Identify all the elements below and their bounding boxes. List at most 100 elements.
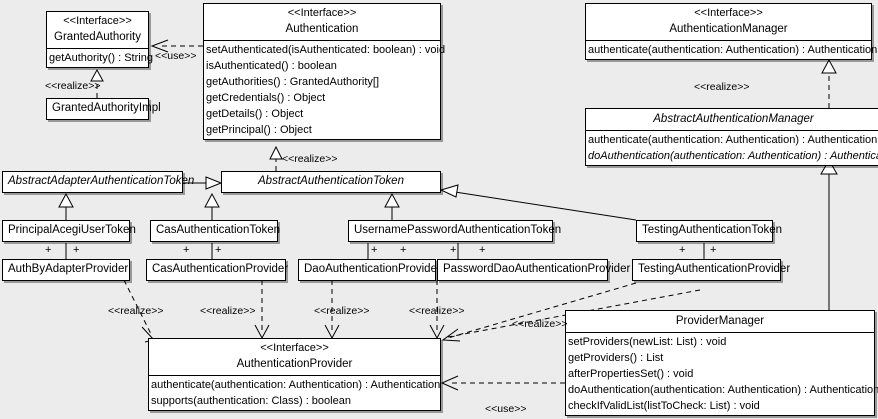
class-member: authenticate(authentication: Authenticat… [151,379,441,391]
class-granted-authority-impl[interactable]: GrantedAuthorityImpl [46,98,161,120]
class-name: PrincipalAcegiUserToken [8,224,136,236]
class-header: DaoAuthenticationProvider [299,260,441,280]
class-name: TestingAuthenticationToken [642,224,783,236]
class-abstract-authentication-manager[interactable]: AbstractAuthenticationManager authentica… [585,108,878,166]
class-auth-by-adapter-provider[interactable]: AuthByAdapterProvider [2,259,130,281]
class-header: <<Interface>> AuthenticationProvider [149,339,440,375]
class-cas-authentication-provider[interactable]: CasAuthenticationProvider [146,259,289,281]
method-compartment: setProviders(newList: List) : void getPr… [566,332,878,415]
association-marker: + [479,244,486,256]
association-marker: + [45,244,52,256]
class-header: <<Interface>> AuthenticationManager [586,4,871,40]
class-abstract-authentication-token[interactable]: AbstractAuthenticationToken [221,171,441,193]
class-member: afterPropertiesSet() : void [568,368,694,380]
association-marker: + [215,244,222,256]
class-name: TestingAuthenticationProvider [638,263,791,275]
class-member: getAuthority() : String [49,52,153,64]
class-member: getProviders() : List [568,352,664,364]
class-authentication-provider[interactable]: <<Interface>> AuthenticationProvider aut… [148,338,441,411]
stereotype-label: <<Interface>> [260,342,329,354]
association-marker: + [183,244,190,256]
class-header: GrantedAuthorityImpl [47,99,161,119]
stereotype-label: <<Interface>> [694,7,763,19]
class-member: authenticate(authentication: Authenticat… [588,134,878,146]
class-cas-authentication-token[interactable]: CasAuthenticationToken [150,220,281,242]
class-dao-authentication-provider[interactable]: DaoAuthenticationProvider [298,259,441,281]
class-header: AuthByAdapterProvider [3,260,129,280]
method-compartment: getAuthority() : String [47,48,153,67]
class-name: AbstractAuthenticationManager [653,113,814,125]
association-marker: + [450,244,457,256]
class-member: supports(authentication: Class) : boolea… [151,395,351,407]
class-name: AbstractAuthenticationToken [258,175,404,187]
class-member: setProviders(newList: List) : void [568,336,727,348]
class-username-password-authentication-token[interactable]: UsernamePasswordAuthenticationToken [348,220,562,242]
class-member: doAuthentication(authentication: Authent… [568,384,878,396]
class-header: ProviderManager [566,311,874,332]
class-member: getCredentials() : Object [206,92,326,104]
class-name: AuthByAdapterProvider [8,263,129,275]
class-testing-authentication-provider[interactable]: TestingAuthenticationProvider [632,259,791,281]
class-header: UsernamePasswordAuthenticationToken [349,221,562,241]
class-member: checkIfValidList(listToCheck: List) : vo… [568,400,760,412]
class-testing-authentication-token[interactable]: TestingAuthenticationToken [636,220,783,242]
class-name: GrantedAuthority [54,31,141,43]
class-granted-authority[interactable]: <<Interface>> GrantedAuthority getAuthor… [46,11,153,68]
method-compartment: authenticate(authentication: Authenticat… [149,375,440,410]
class-name: UsernamePasswordAuthenticationToken [354,224,562,236]
class-header: CasAuthenticationProvider [147,260,289,280]
association-marker: + [73,244,80,256]
class-name: AbstractAdapterAuthenticationToken [8,175,195,187]
edge-label-realize-abstractauthenticationmanager: <<realize>> [694,81,750,93]
class-authentication[interactable]: <<Interface>> Authentication setAuthenti… [203,3,446,140]
stereotype-label: <<Interface>> [63,15,132,27]
class-header: CasAuthenticationToken [151,221,281,241]
edge-label-realize-daoauthenticationprovider: <<realize>> [314,305,370,317]
class-header: TestingAuthenticationToken [637,221,783,241]
class-member: getDetails() : Object [206,108,304,120]
class-name: GrantedAuthorityImpl [52,102,161,114]
class-provider-manager[interactable]: ProviderManager setProviders(newList: Li… [565,310,878,416]
class-name: CasAuthenticationToken [156,224,281,236]
association-marker: + [400,244,407,256]
class-header: <<Interface>> GrantedAuthority [47,12,148,48]
method-compartment: setAuthenticated(isAuthenticated: boolea… [204,40,446,139]
edge-label-realize-authbyadapterprovider: <<realize>> [108,305,164,317]
class-name: AuthenticationManager [669,23,788,35]
class-member: getPrincipal() : Object [206,124,312,136]
class-header: PasswordDaoAuthenticationProvider [438,260,631,280]
class-header: AbstractAuthenticationToken [222,172,440,192]
class-name: PasswordDaoAuthenticationProvider [443,263,631,275]
class-abstract-adapter-authentication-token[interactable]: AbstractAdapterAuthenticationToken [2,171,195,193]
class-name: AuthenticationProvider [236,358,353,370]
class-member: setAuthenticated(isAuthenticated: boolea… [206,44,446,56]
class-header: AbstractAuthenticationManager [586,109,878,130]
edge-label-realize-passworddaoauthenticationprovider: <<realize>> [409,305,465,317]
method-compartment: authenticate(authentication: Authenticat… [586,130,878,165]
class-member: doAuthentication(authentication: Authent… [588,150,878,162]
edge-label-use-providermanager-authenticationprovider: <<use>> [485,403,527,415]
edge-label-realize-abstractauthenticationtoken: <<realize>> [282,153,338,165]
class-name: DaoAuthenticationProvider [304,263,441,275]
class-authentication-manager[interactable]: <<Interface>> AuthenticationManager auth… [585,3,877,60]
class-name: Authentication [285,23,359,35]
class-header: AbstractAdapterAuthenticationToken [3,172,195,192]
class-header: PrincipalAcegiUserToken [3,221,136,241]
class-principal-acegi-user-token[interactable]: PrincipalAcegiUserToken [2,220,136,242]
association-marker: + [679,244,686,256]
association-marker: + [710,244,717,256]
association-marker: + [371,244,378,256]
class-member: getAuthorities() : GrantedAuthority[] [206,76,380,88]
class-member: isAuthenticated() : boolean [206,60,337,72]
stereotype-label: <<Interface>> [287,7,357,19]
class-name: CasAuthenticationProvider [152,263,289,275]
edge-label-use-authentication-grantedauthority: <<use>> [155,50,197,62]
edge-label-realize-grantedauthorityimpl: <<realize>> [45,80,101,92]
edge-label-realize-casauthenticationprovider: <<realize>> [200,305,256,317]
class-password-dao-authentication-provider[interactable]: PasswordDaoAuthenticationProvider [437,259,631,281]
class-name: ProviderManager [675,315,765,327]
class-header: TestingAuthenticationProvider [633,260,791,280]
class-header: <<Interface>> Authentication [204,4,440,40]
method-compartment: authenticate(authentication: Authenticat… [586,40,877,59]
